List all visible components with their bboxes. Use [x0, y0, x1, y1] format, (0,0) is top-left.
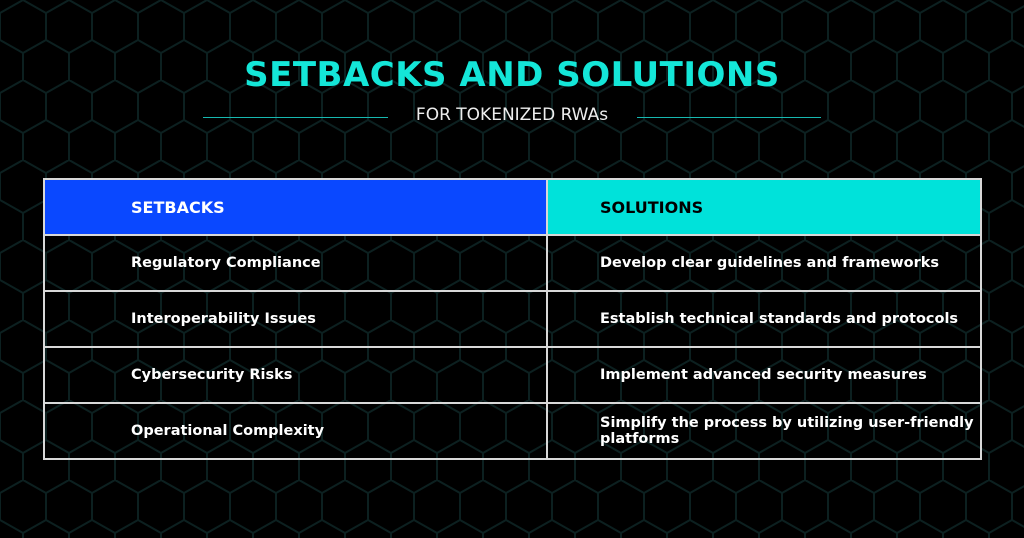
table-row: Interoperability Issues Establish techni…: [43, 290, 982, 348]
table-row: Operational Complexity Simplify the proc…: [43, 402, 982, 460]
table-header-row: SETBACKS SOLUTIONS: [43, 178, 982, 236]
setback-cell: Cybersecurity Risks: [43, 346, 548, 404]
solution-cell: Establish technical standards and protoc…: [546, 290, 982, 348]
setback-cell: Regulatory Compliance: [43, 234, 548, 292]
setback-cell: Interoperability Issues: [43, 290, 548, 348]
setback-cell: Operational Complexity: [43, 402, 548, 460]
solution-cell: Develop clear guidelines and frameworks: [546, 234, 982, 292]
solution-cell: Simplify the process by utilizing user-f…: [546, 402, 982, 460]
page-subtitle: FOR TOKENIZED RWAs: [415, 105, 609, 125]
page-title: SETBACKS AND SOLUTIONS: [244, 55, 780, 95]
table-row: Regulatory Compliance Develop clear guid…: [43, 234, 982, 292]
table-row: Cybersecurity Risks Implement advanced s…: [43, 346, 982, 404]
solution-cell: Implement advanced security measures: [546, 346, 982, 404]
header-solutions: SOLUTIONS: [546, 178, 982, 236]
divider-right: [637, 117, 821, 118]
header-setbacks: SETBACKS: [43, 178, 548, 236]
divider-left: [203, 117, 388, 118]
setbacks-solutions-table: SETBACKS SOLUTIONS Regulatory Compliance…: [43, 178, 982, 460]
